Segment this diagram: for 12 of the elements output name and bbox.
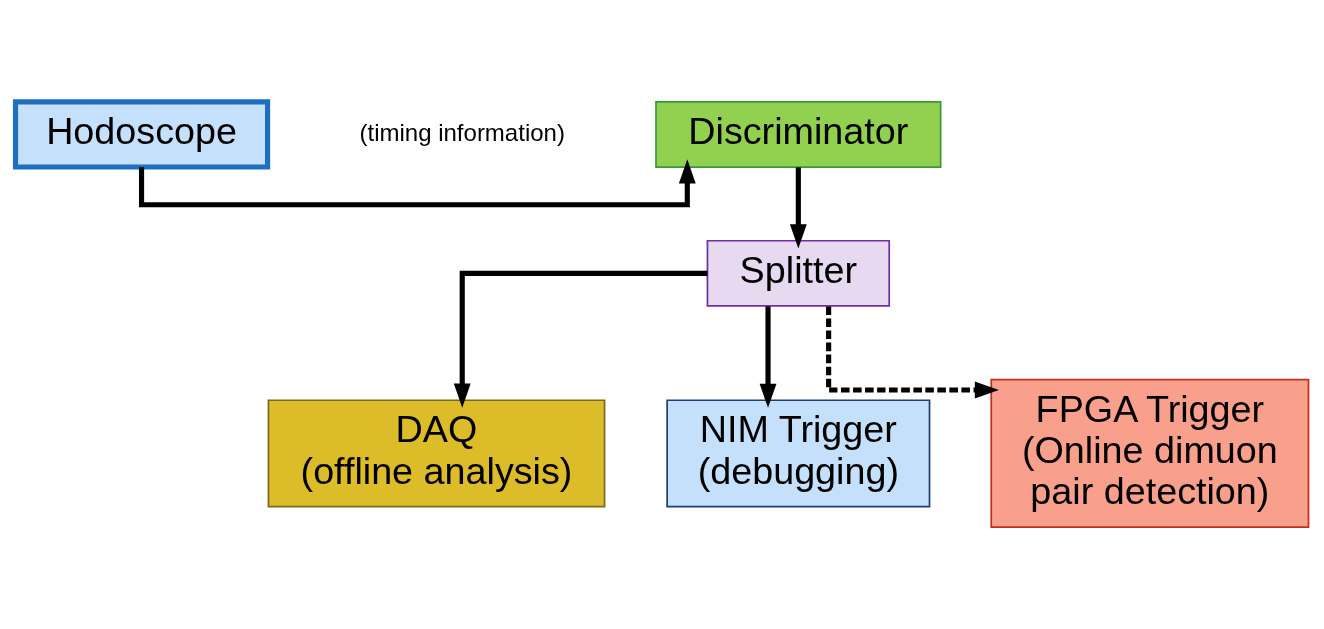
node-label: (timing information)	[359, 118, 565, 146]
node-box: Discriminator	[655, 101, 942, 168]
arrow	[138, 159, 696, 208]
node-box: Hodoscope	[12, 99, 271, 170]
node-box: FPGA Trigger (Online dimuon pair detection)	[990, 378, 1310, 528]
arrow	[759, 306, 777, 408]
arrow	[826, 306, 999, 399]
arrow	[789, 167, 807, 249]
node-box: NIM Trigger (debugging)	[666, 399, 931, 508]
arrow	[453, 270, 708, 408]
node-box: DAQ (offline analysis)	[267, 399, 606, 508]
node-box: Splitter	[706, 239, 891, 307]
